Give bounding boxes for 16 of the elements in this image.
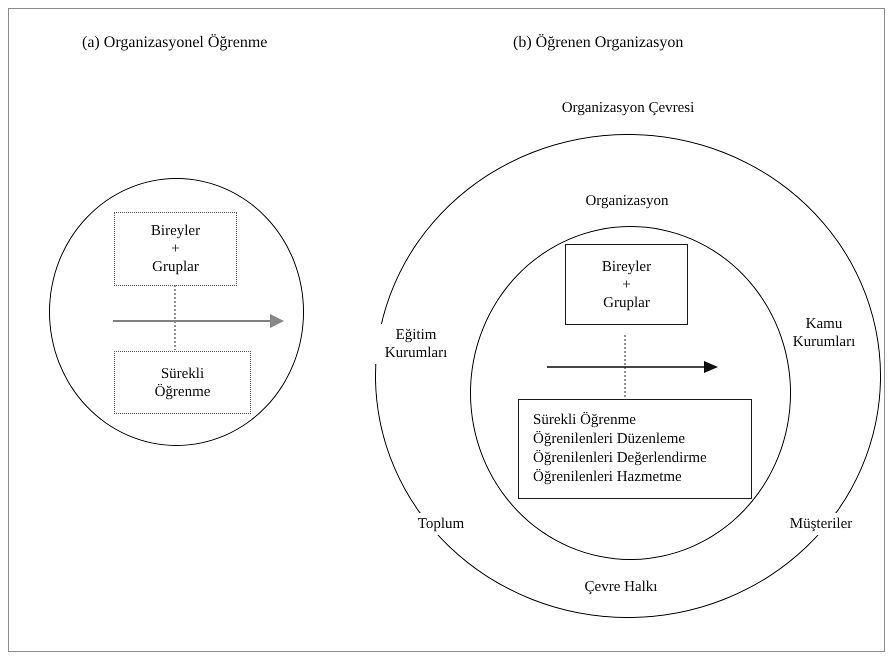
dotted-connector bbox=[174, 285, 176, 350]
box-text: Bireyler + Gruplar bbox=[602, 258, 652, 312]
panel-title: (b) Öğrenen Organizasyon bbox=[513, 34, 684, 52]
text-box bbox=[114, 212, 237, 286]
list-item: Öğrenilenleri Düzenleme bbox=[533, 430, 686, 449]
box-text: Sürekli Öğrenme bbox=[154, 364, 210, 400]
list-item: Öğrenilenleri Hazmetme bbox=[533, 468, 682, 487]
text-box bbox=[518, 399, 752, 499]
text-box bbox=[114, 351, 251, 414]
list-item: Öğrenilenleri Değerlendirme bbox=[533, 449, 707, 468]
text-box bbox=[565, 244, 688, 325]
list-item: Sürekli Öğrenme bbox=[533, 411, 636, 430]
dotted-connector bbox=[624, 335, 626, 397]
box-text: Bireyler + Gruplar bbox=[150, 222, 200, 276]
panel-title: (a) Organizasyonel Öğrenme bbox=[82, 34, 268, 52]
circle bbox=[49, 178, 304, 446]
